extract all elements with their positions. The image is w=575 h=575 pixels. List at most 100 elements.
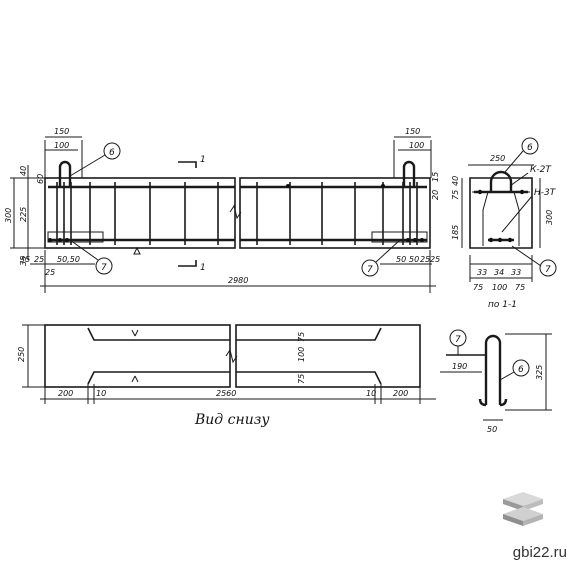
dim-top-100-right: 100 <box>409 141 424 150</box>
sec-dim-34: 34 <box>494 268 504 277</box>
callout-7-right-text: 7 <box>367 265 373 275</box>
callout-7-clip-text: 7 <box>455 335 461 345</box>
sec-dim-33b: 33 <box>511 268 521 277</box>
plan-dim-200a: 200 <box>58 389 73 398</box>
section-dims <box>461 164 541 282</box>
clip-dim-190: 190 <box>452 362 467 371</box>
elevation-view: 1 1 150 100 150 100 300 40 <box>4 127 440 293</box>
clip-hooks <box>478 398 508 407</box>
leader-6-clip <box>499 371 515 381</box>
dim-top-100-left: 100 <box>54 141 69 150</box>
section-cut-top <box>178 161 197 168</box>
break-symbol <box>229 204 242 220</box>
plan-dim-left <box>22 324 45 388</box>
dim-b-5050: 50,50 <box>57 255 80 264</box>
plan-dim-2560: 2560 <box>216 389 236 398</box>
dim-top-150-right: 150 <box>405 127 420 136</box>
dim-b-35: 35 <box>20 255 30 264</box>
beam-outline-left <box>44 177 236 249</box>
bar-dots <box>48 184 424 242</box>
callout-7-sec <box>539 259 557 277</box>
sec-dim-250: 250 <box>490 154 505 163</box>
dim-top-right <box>393 136 432 178</box>
dim-left-40: 40 <box>19 166 28 176</box>
site-logo-text: gbi22.ru <box>512 544 567 561</box>
stirrups-right <box>256 182 418 245</box>
dim-left-300: 300 <box>4 208 13 223</box>
plan-outline-left <box>44 324 231 388</box>
sec-dim-75: 75 <box>451 190 460 200</box>
lifting-loop-left <box>58 160 72 187</box>
clip-dim-50: 50 <box>487 425 497 434</box>
dim-b-25c: 25 <box>420 255 430 264</box>
plan-dim-250: 250 <box>17 347 26 362</box>
clip-detail: 190 325 50 7 6 <box>440 329 552 434</box>
support-arrow <box>133 246 141 255</box>
dim-b-50a: 50 <box>396 255 406 264</box>
sec-dim-33a: 33 <box>477 268 487 277</box>
section-loop <box>489 170 513 192</box>
plan-arrow-top <box>131 329 139 337</box>
section-mark-bottom: 1 <box>200 263 206 273</box>
section-inner <box>472 191 530 246</box>
dim-b-25d: 25 <box>430 255 440 264</box>
callout-7-sec-text: 7 <box>545 265 551 275</box>
section-label: по 1-1 <box>488 300 517 310</box>
dim-top-left <box>44 136 83 178</box>
section-view: 250 75 40 185 300 33 34 33 75 100 75 по … <box>451 137 557 310</box>
embedded-plate-left <box>47 231 104 243</box>
leader-n3t <box>501 195 533 233</box>
callout-6-elev-text: 6 <box>109 148 115 158</box>
dim-total <box>40 250 436 293</box>
callout-6-clip-text: 6 <box>518 365 524 375</box>
section-cut-bottom <box>178 260 197 267</box>
leader-7-right <box>375 239 401 263</box>
dim-b-50b: 50 <box>409 255 419 264</box>
sec-dim-100: 100 <box>492 283 507 292</box>
sec-dim-75b: 75 <box>515 283 525 292</box>
dim-left <box>10 165 45 260</box>
label-k2t: К-2Т <box>530 165 552 175</box>
caption-bottom-view: Вид снизу <box>194 412 270 428</box>
plan-dim-100: 100 <box>297 347 306 362</box>
callout-7-left <box>95 257 113 275</box>
dim-total-2980: 2980 <box>228 276 248 285</box>
plan-view: 250 75 100 75 200 10 2560 10 200 Вид сни… <box>17 324 436 428</box>
plan-recess-top <box>87 327 382 341</box>
plan-recess-bottom <box>87 371 382 385</box>
plan-arrow-bottom <box>131 375 139 383</box>
sec-dim-75a: 75 <box>473 283 483 292</box>
clip-dims <box>440 333 552 421</box>
leader-7-sec <box>511 245 542 267</box>
callout-6-sec <box>521 137 539 155</box>
stack-logo-icon <box>503 492 543 526</box>
embedded-plate-right <box>371 231 428 243</box>
callout-7-right <box>361 259 379 277</box>
plan-dim-75a: 75 <box>297 332 306 342</box>
section-mark-top: 1 <box>200 155 206 165</box>
plan-dim-75b: 75 <box>297 374 306 384</box>
leader-6-sec <box>504 150 524 173</box>
callout-7-left-text: 7 <box>101 263 107 273</box>
plan-dim-200b: 200 <box>393 389 408 398</box>
plan-outline-right <box>235 324 421 388</box>
plan-break <box>225 348 238 364</box>
dim-b-25b: 25 <box>45 268 55 277</box>
callout-6-elev <box>103 142 121 160</box>
sec-dim-185: 185 <box>451 225 460 240</box>
clip-dim-325: 325 <box>535 365 544 380</box>
beam-outline-right <box>239 177 431 249</box>
dim-right-15: 15 <box>431 172 440 182</box>
dim-left-60: 60 <box>36 174 45 184</box>
callout-6-clip <box>512 359 530 377</box>
dim-top-150-left: 150 <box>54 127 69 136</box>
dim-b-25a: 25 <box>34 255 44 264</box>
callout-6-sec-text: 6 <box>527 143 533 153</box>
label-n3t: Н-3Т <box>534 188 557 198</box>
stirrups-left <box>56 182 219 245</box>
leader-k2t <box>509 172 529 187</box>
leader-7-left <box>69 239 99 261</box>
dim-left-225: 225 <box>19 207 28 222</box>
lifting-loop-right <box>402 160 416 187</box>
